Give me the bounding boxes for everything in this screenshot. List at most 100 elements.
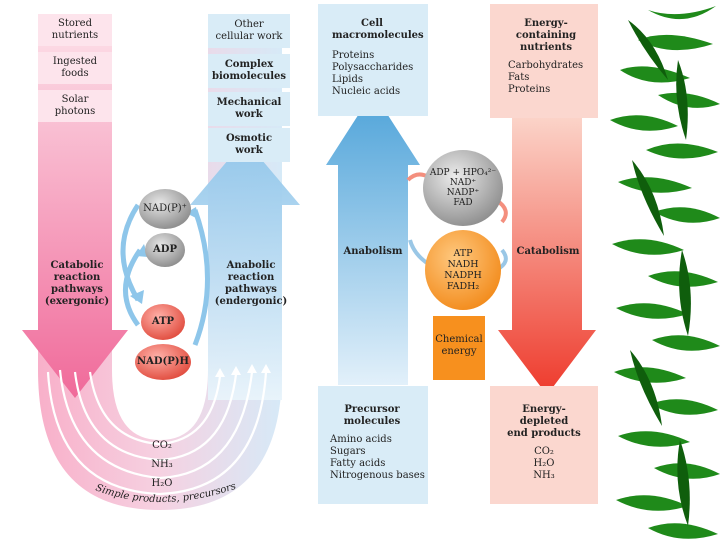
precursor-molecules-title: Precursor molecules: [330, 404, 414, 428]
list-item: Nucleic acids: [332, 86, 401, 97]
source-box-stored-nutrients: Stored nutrients: [38, 14, 112, 46]
title-line: molecules: [343, 416, 401, 427]
carrier-line: NADPH: [444, 270, 482, 281]
list-item: Lipids: [332, 74, 363, 85]
grey-carrier-ball: [423, 150, 503, 226]
right-diagram-graphics: [326, 92, 596, 395]
work-box-line: biomolecules: [211, 71, 287, 82]
grey-carrier-text: ADP + HPO₄²⁻ NAD⁺ NADP⁺ FAD: [423, 168, 503, 208]
catabolic-label-line: reaction: [53, 272, 101, 283]
chemical-energy-line: Chemical: [435, 334, 483, 345]
orange-carrier-text: ATP NADH NADPH FADH₂: [425, 248, 501, 292]
product-h2o: H₂O: [151, 478, 173, 489]
work-box-line: Other: [234, 19, 264, 30]
orange-carrier-ball: [425, 230, 501, 310]
catabolism-arrow: [498, 118, 596, 395]
list-item: Proteins: [508, 84, 551, 95]
anabolism-label: Anabolism: [343, 246, 403, 257]
product-nh3: NH₃: [151, 459, 173, 470]
anabolic-arrow: [190, 140, 300, 400]
title-line: nutrients: [519, 42, 573, 53]
left-diagram: Simple products, precursors Stored nutri…: [0, 0, 310, 540]
source-box-line: Stored: [58, 18, 92, 29]
carrier-line: FADH₂: [446, 281, 480, 292]
carrier-nadph-label: NAD(P)H: [136, 356, 189, 367]
source-box-line: foods: [61, 68, 89, 79]
list-item: H₂O: [533, 458, 555, 469]
carrier-atp-ball: [141, 304, 185, 340]
source-box-line: Ingested: [52, 56, 98, 67]
title-line: Energy-: [524, 18, 568, 29]
cell-macromolecules-title: Cell macromolecules: [332, 18, 424, 42]
precursor-molecules-box: Precursor molecules Amino acids Sugars F…: [318, 386, 428, 504]
product-co2: CO₂: [152, 440, 172, 451]
list-item: Carbohydrates: [508, 60, 584, 71]
catabolic-label-line: pathways: [51, 284, 103, 295]
anabolic-label-line: (endergonic): [214, 296, 288, 307]
cell-macromolecules-box: Cell macromolecules Proteins Polysacchar…: [318, 4, 428, 116]
list-item: Proteins: [332, 50, 375, 61]
work-box-line: work: [235, 109, 263, 120]
energy-nutrients-title: Energy- containing nutrients: [508, 18, 584, 54]
work-box-line: Complex: [224, 59, 274, 70]
chemical-energy-line: energy: [441, 346, 477, 357]
energy-depleted-box: Energy- depleted end products CO₂ H₂O NH…: [490, 386, 598, 504]
catabolic-label-line: Catabolic: [50, 260, 104, 271]
title-line: containing: [515, 30, 577, 41]
list-item: CO₂: [534, 446, 554, 457]
title-line: Energy-: [522, 404, 566, 415]
energy-depleted-list: CO₂ H₂O NH₃: [490, 446, 598, 482]
carrier-nadp-label: NAD(P)⁺: [143, 203, 187, 214]
anabolic-label-line: pathways: [225, 284, 277, 295]
list-item: Polysaccharides: [332, 62, 414, 73]
anabolic-pathway-label: Anabolic reaction pathways (endergonic): [210, 260, 292, 308]
chemical-energy-box: [433, 316, 485, 380]
list-item: Sugars: [330, 446, 366, 457]
work-box-line: work: [235, 145, 263, 156]
cell-macromolecules-list: Proteins Polysaccharides Lipids Nucleic …: [332, 50, 428, 98]
title-line: end products: [507, 428, 581, 439]
anabolic-label-line: reaction: [227, 272, 275, 283]
title-line: Cell: [361, 18, 383, 29]
work-box-complex-biomolecules: Complex biomolecules: [208, 54, 290, 88]
carrier-line: ATP: [453, 248, 473, 259]
carrier-line: FAD: [453, 198, 473, 208]
work-box-mechanical-work: Mechanical work: [208, 92, 290, 126]
anabolic-label-line: Anabolic: [226, 260, 276, 271]
source-box-ingested-foods: Ingested foods: [38, 52, 112, 84]
carrier-line: NADH: [447, 259, 479, 270]
list-item: Fats: [508, 72, 530, 83]
source-box-line: Solar: [61, 94, 89, 105]
right-diagram: Cell macromolecules Proteins Polysacchar…: [318, 0, 608, 540]
carrier-nadp-ball: [139, 189, 191, 229]
source-box-solar-photons: Solar photons: [38, 90, 112, 122]
source-box-line: photons: [54, 106, 96, 117]
work-box-line: Mechanical: [216, 97, 282, 108]
catabolism-label: Catabolism: [516, 246, 580, 257]
work-box-line: Osmotic: [225, 133, 273, 144]
catabolic-pathway-label: Catabolic reaction pathways (exergonic): [40, 260, 114, 308]
carrier-adp-ball: [145, 233, 185, 267]
energy-nutrients-box: Energy- containing nutrients Carbohydrat…: [490, 4, 598, 118]
list-item: Nitrogenous bases: [330, 470, 425, 481]
title-line: macromolecules: [332, 30, 424, 41]
title-line: Precursor: [344, 404, 400, 415]
source-box-line: nutrients: [51, 30, 99, 41]
list-item: NH₃: [533, 470, 555, 481]
work-box-line: cellular work: [215, 31, 283, 42]
catabolic-label-line: (exergonic): [44, 296, 110, 307]
chemical-energy-text: Chemical energy: [433, 334, 485, 358]
energy-depleted-title: Energy- depleted end products: [490, 404, 598, 440]
work-box-osmotic-work: Osmotic work: [208, 128, 290, 162]
list-item: Fatty acids: [330, 458, 386, 469]
anabolism-arrow: [326, 92, 420, 385]
carrier-nadph-ball: [135, 344, 191, 380]
carrier-adp-label: ADP: [153, 244, 177, 255]
list-item: Amino acids: [330, 434, 392, 445]
precursor-molecules-list: Amino acids Sugars Fatty acids Nitrogeno…: [330, 434, 428, 482]
carrier-line: NADP⁺: [446, 188, 480, 198]
bamboo-leaves-decoration: [610, 6, 720, 539]
work-box-other-cellular-work: Other cellular work: [208, 14, 290, 48]
energy-nutrients-list: Carbohydrates Fats Proteins: [508, 60, 598, 96]
carrier-atp-label: ATP: [151, 316, 175, 327]
